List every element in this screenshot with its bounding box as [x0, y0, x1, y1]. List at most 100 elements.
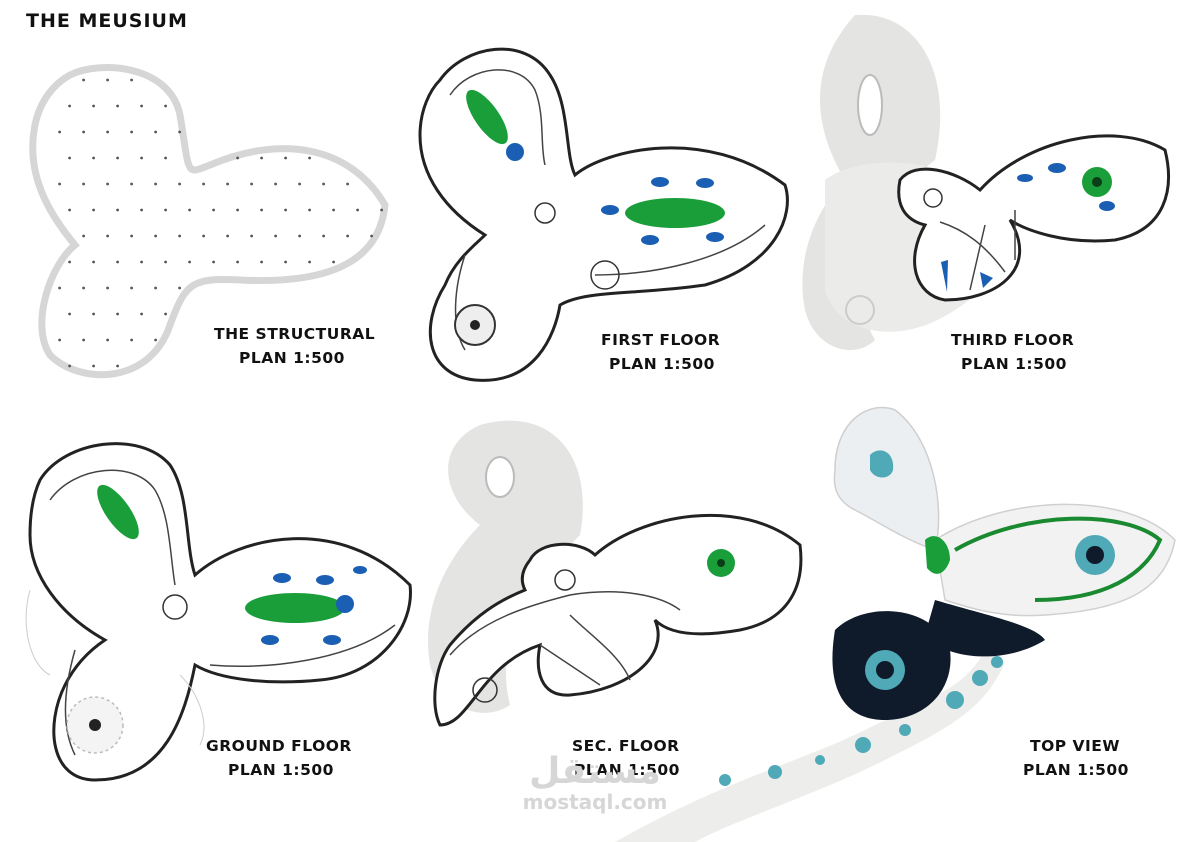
- column-dot: [130, 78, 134, 82]
- column-dot: [82, 130, 86, 134]
- column-dot: [116, 208, 120, 212]
- column-dot: [92, 364, 96, 368]
- column-dot: [178, 182, 182, 186]
- column-dot: [380, 208, 384, 212]
- column-dot: [58, 338, 62, 342]
- column-dot: [250, 182, 254, 186]
- column-dot: [202, 182, 206, 186]
- first-floor-plan-drawing: [405, 35, 805, 385]
- column-dot: [298, 234, 302, 238]
- column-dot: [322, 182, 326, 186]
- column-dot: [164, 312, 168, 316]
- column-dot: [116, 312, 120, 316]
- stepping-stone-dot: [815, 755, 825, 765]
- column-dot: [68, 104, 72, 108]
- column-dot: [308, 260, 312, 264]
- column-dot: [332, 208, 336, 212]
- column-dot: [322, 234, 326, 238]
- column-dot: [154, 234, 158, 238]
- column-dot: [140, 312, 144, 316]
- column-dot: [106, 234, 110, 238]
- column-dot: [92, 104, 96, 108]
- column-dot: [274, 234, 278, 238]
- column-dot: [236, 208, 240, 212]
- column-dot: [82, 286, 86, 290]
- column-dot: [140, 208, 144, 212]
- column-dot: [188, 260, 192, 264]
- top-view-render: [605, 400, 1190, 842]
- column-dot: [130, 130, 134, 134]
- column-dot: [82, 338, 86, 342]
- column-dot: [274, 182, 278, 186]
- column-dot: [178, 234, 182, 238]
- column-dot: [212, 260, 216, 264]
- column-dot: [178, 130, 182, 134]
- stepping-stone-dot: [946, 691, 964, 709]
- column-dot: [154, 130, 158, 134]
- column-dot: [68, 364, 72, 368]
- column-dot: [202, 234, 206, 238]
- column-dot: [58, 182, 62, 186]
- column-dot: [130, 338, 134, 342]
- column-dot: [164, 156, 168, 160]
- column-dot: [250, 234, 254, 238]
- structural-plan-label: THE STRUCTURAL PLAN 1:500: [214, 325, 376, 367]
- third-floor-plan-drawing: [795, 10, 1185, 370]
- page-title: THE MEUSIUM: [26, 10, 188, 32]
- column-dot: [332, 260, 336, 264]
- column-dot: [164, 208, 168, 212]
- column-dot: [140, 260, 144, 264]
- column-dot: [260, 156, 264, 160]
- column-dot: [140, 156, 144, 160]
- column-dot: [130, 234, 134, 238]
- column-dot: [260, 208, 264, 212]
- column-dot: [68, 156, 72, 160]
- column-dot: [82, 78, 86, 82]
- column-dot: [164, 104, 168, 108]
- column-dot: [284, 208, 288, 212]
- stepping-stone-dot: [719, 774, 731, 786]
- column-dot: [284, 260, 288, 264]
- column-dot: [212, 208, 216, 212]
- stepping-stone-dot: [972, 670, 988, 686]
- column-dot: [130, 182, 134, 186]
- column-dot: [140, 104, 144, 108]
- first-floor-plan-label: FIRST FLOOR PLAN 1:500: [601, 331, 721, 373]
- top-view-label: TOP VIEW PLAN 1:500: [1023, 737, 1129, 779]
- third-floor-plan-label: THIRD FLOOR PLAN 1:500: [951, 331, 1075, 373]
- column-dot: [106, 338, 110, 342]
- column-dot: [106, 182, 110, 186]
- column-dot: [226, 234, 230, 238]
- column-dot: [154, 338, 158, 342]
- column-dot: [130, 286, 134, 290]
- column-dot: [82, 234, 86, 238]
- column-dot: [346, 182, 350, 186]
- column-dot: [356, 208, 360, 212]
- column-dot: [116, 156, 120, 160]
- column-dot: [106, 130, 110, 134]
- second-floor-plan-drawing: [420, 405, 820, 755]
- column-dot: [370, 234, 374, 238]
- column-dot: [298, 182, 302, 186]
- column-dot: [92, 312, 96, 316]
- column-dot: [68, 312, 72, 316]
- column-dot: [226, 182, 230, 186]
- column-dot: [58, 286, 62, 290]
- column-dot: [68, 260, 72, 264]
- stepping-stone-dot: [991, 656, 1003, 668]
- second-floor-plan-label: SEC. FLOOR PLAN 1:500: [572, 737, 680, 779]
- column-dot: [236, 156, 240, 160]
- column-dot: [106, 286, 110, 290]
- column-dot: [308, 208, 312, 212]
- stepping-stone-dot: [768, 765, 782, 779]
- column-dot: [260, 260, 264, 264]
- column-dot: [106, 78, 110, 82]
- column-dot: [68, 208, 72, 212]
- column-dot: [284, 156, 288, 160]
- column-dot: [346, 234, 350, 238]
- column-dot: [116, 260, 120, 264]
- ground-floor-plan-drawing: [20, 425, 435, 790]
- column-dot: [178, 286, 182, 290]
- column-dot: [58, 130, 62, 134]
- column-dot: [92, 208, 96, 212]
